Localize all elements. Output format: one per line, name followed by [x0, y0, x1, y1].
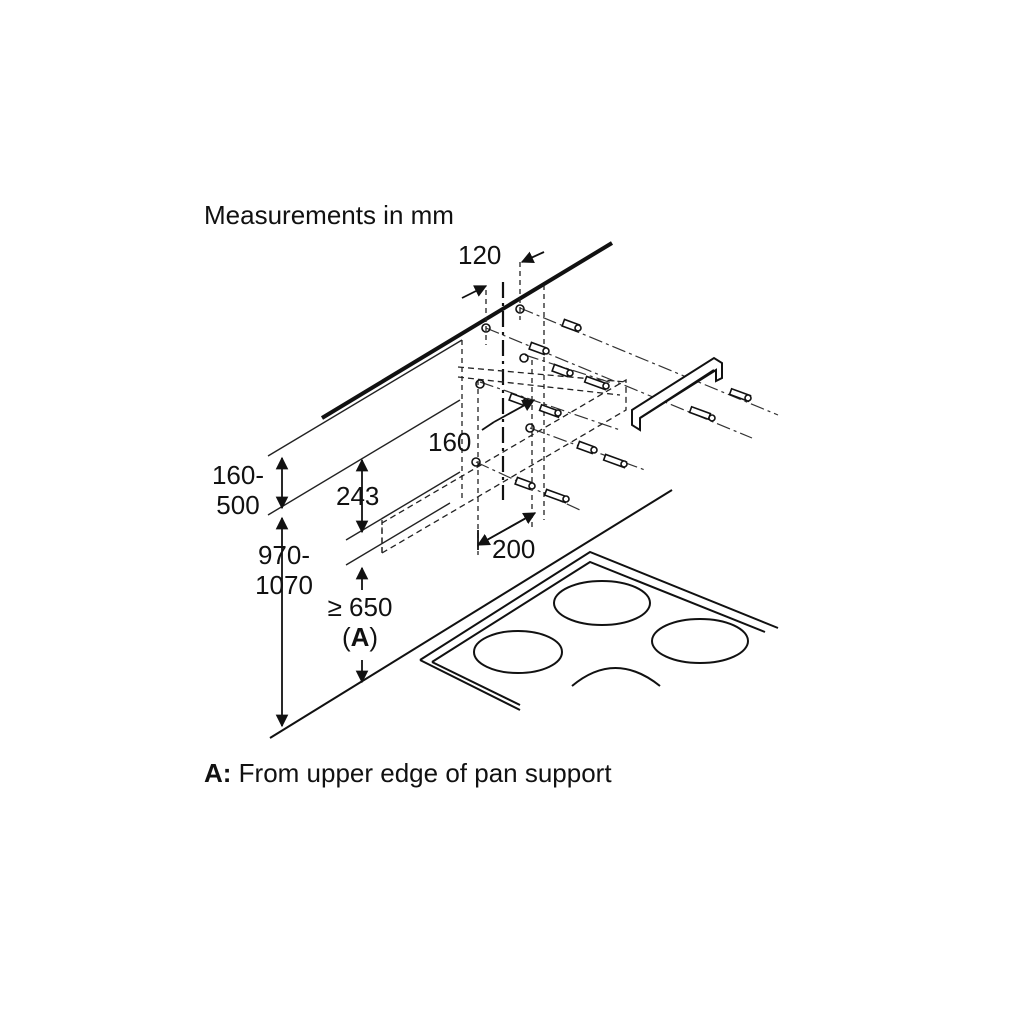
- screw: [688, 405, 716, 422]
- countertop: [269, 489, 673, 739]
- hole-markers: [471, 304, 535, 467]
- screw: [538, 403, 562, 419]
- dim-160-lines: [481, 399, 536, 431]
- dim-243-label: 243: [336, 481, 380, 511]
- screw: [514, 476, 536, 491]
- dim-650-ref-key: A: [350, 622, 370, 652]
- footnote: A: From upper edge of pan support: [204, 758, 612, 788]
- dim-970-1070-line2: 1070: [255, 570, 313, 600]
- hood-outline: [381, 366, 627, 554]
- dim-160-500-line1: 160-: [211, 460, 265, 490]
- hob-ring-front-right: [571, 667, 661, 687]
- screw: [583, 375, 610, 391]
- screw: [543, 488, 570, 504]
- hob-ring-back-right: [651, 618, 749, 664]
- dim-650-label: ≥ 650 (A): [318, 592, 402, 652]
- dim-970-1070-label: 970- 1070: [246, 540, 322, 600]
- screws: [508, 318, 752, 504]
- dim-120-label: 120: [458, 240, 502, 270]
- dim-650-ref-close: ): [369, 622, 379, 652]
- dim-160-label: 160: [428, 427, 472, 457]
- dim-120-lines: [461, 251, 545, 299]
- dim-200-label: 200: [492, 534, 536, 564]
- dim-650-value: ≥ 650: [327, 592, 393, 622]
- ceiling-edge-line: [320, 241, 614, 420]
- hob-ring-front-left: [473, 630, 563, 674]
- dim-200-lines: [476, 512, 537, 550]
- dim-160-500-label: 160- 500: [206, 460, 270, 520]
- heading-measurements: Measurements in mm: [204, 200, 454, 230]
- screw: [551, 363, 574, 378]
- dim-160-500-line2: 500: [216, 490, 260, 520]
- screw: [576, 440, 598, 455]
- hob: [419, 550, 779, 711]
- screw: [728, 387, 752, 403]
- screw: [528, 341, 550, 356]
- dim-650-ref-open: (: [341, 622, 351, 652]
- dim-970-1070-line1: 970-: [257, 540, 311, 570]
- hob-ring-back-left: [553, 580, 651, 626]
- footnote-text: From upper edge of pan support: [231, 758, 612, 788]
- screw: [561, 318, 582, 333]
- dim-650-reference: (A): [318, 622, 402, 652]
- screw: [602, 453, 628, 469]
- mounting-bracket: [631, 356, 723, 432]
- footnote-key: A:: [204, 758, 232, 788]
